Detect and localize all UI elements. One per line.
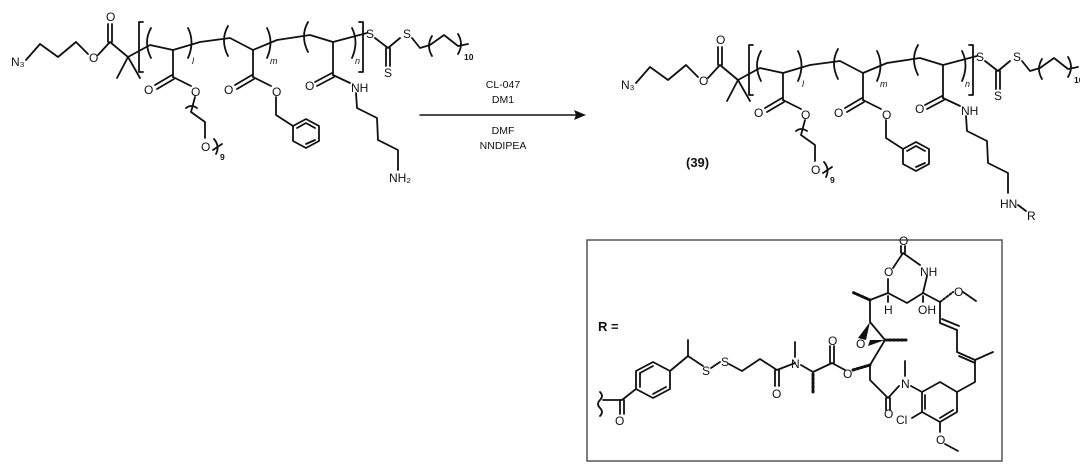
- azide-label: N₃: [11, 55, 25, 69]
- reactant-atom-labels: N₃ O O l m n O O O 9 O O O NH S S S 10 N…: [11, 10, 474, 185]
- atom-label: O: [884, 265, 893, 279]
- atom-label: OH: [918, 303, 936, 317]
- repeat-subscript-m: m: [270, 56, 278, 66]
- reactant-bonds: [25, 21, 469, 171]
- atom-label: O: [89, 51, 98, 65]
- reagent-label: CL-047: [486, 79, 521, 91]
- atom-label: O: [915, 102, 924, 116]
- atom-label: O: [305, 79, 314, 93]
- repeat-subscript-l: l: [802, 79, 805, 89]
- atom-label: O: [954, 285, 963, 299]
- r-group-label: R: [1027, 209, 1036, 223]
- atom-label: O: [144, 83, 153, 97]
- arrow-head-icon: [574, 110, 586, 120]
- atom-label: N: [901, 377, 910, 391]
- atom-label: O: [843, 367, 852, 381]
- peg-repeat-count: 9: [830, 175, 835, 185]
- repeat-subscript-n: n: [965, 79, 970, 89]
- azide-label: N₃: [621, 78, 635, 92]
- terminal-amine-label: NH₂: [389, 171, 411, 185]
- atom-label: NH: [961, 104, 978, 118]
- reactant-polymer: N₃ O O l m n O O O 9 O O O NH S S S 10 N…: [11, 10, 474, 185]
- reaction-arrow: CL-047 DM1 DMF NNDIPEA: [419, 79, 586, 152]
- atom-label: O: [856, 337, 865, 351]
- atom-label: S: [702, 364, 710, 378]
- atom-label: S: [721, 355, 729, 369]
- product-atom-labels: N₃ O O l m n O O O 9 O O O NH S S S 10 H…: [621, 33, 1080, 223]
- atom-label: O: [828, 334, 837, 348]
- atom-label: N: [791, 357, 800, 371]
- atom-label: O: [882, 108, 891, 122]
- atom-label: H: [884, 303, 893, 317]
- atom-label: O: [811, 163, 820, 177]
- atom-label: S: [366, 27, 374, 41]
- amine-label: HN: [1000, 197, 1017, 211]
- atom-label: O: [106, 10, 115, 24]
- base-label: NNDIPEA: [480, 140, 527, 152]
- attachment-wavy-bond: [597, 391, 603, 417]
- atom-label: O: [936, 433, 945, 447]
- atom-label: O: [615, 414, 624, 428]
- atom-label: O: [699, 74, 708, 88]
- atom-label: O: [191, 85, 200, 99]
- repeat-subscript-m: m: [880, 79, 888, 89]
- atom-label: S: [976, 50, 984, 64]
- repeat-subscript-l: l: [192, 56, 195, 66]
- repeat-subscript-n: n: [355, 56, 360, 66]
- r-group-box: R =: [586, 234, 1003, 462]
- atom-label: O: [754, 106, 763, 120]
- alkyl-repeat-count: 10: [1074, 75, 1080, 85]
- atom-label: Cl: [896, 413, 907, 427]
- atom-label: O: [224, 83, 233, 97]
- atom-label: NH: [920, 265, 937, 279]
- atom-label: S: [403, 27, 411, 41]
- atom-label: NH: [351, 81, 368, 95]
- atom-label: O: [834, 106, 843, 120]
- r-group-definition-label: R =: [598, 319, 619, 334]
- atom-label: O: [272, 85, 281, 99]
- atom-label: O: [884, 407, 893, 421]
- atom-label: O: [716, 33, 725, 47]
- alkyl-repeat-count: 10: [464, 52, 474, 62]
- product-bonds: [635, 44, 1079, 194]
- atom-label: O: [801, 108, 810, 122]
- atom-label: O: [201, 140, 210, 154]
- product-polymer: N₃ O O l m n O O O 9 O O O NH S S S 10 H…: [621, 33, 1080, 223]
- atom-label: S: [1013, 50, 1021, 64]
- atom-label: S: [384, 66, 392, 80]
- maytansinoid-linker-structure: O S S O N O O O O O NH H OH O N O Cl O: [597, 234, 994, 452]
- atom-label: O: [772, 387, 781, 401]
- reagent-label: DM1: [492, 94, 514, 106]
- compound-number: (39): [686, 155, 709, 170]
- atom-label: O: [899, 234, 908, 248]
- peg-repeat-count: 9: [220, 152, 225, 162]
- solvent-label: DMF: [492, 125, 515, 137]
- atom-label: S: [994, 89, 1002, 103]
